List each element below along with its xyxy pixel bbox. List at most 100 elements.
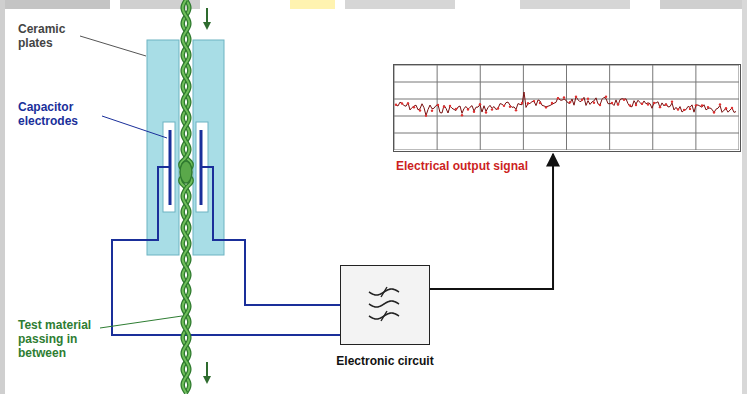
part-label: Capacitor electrodes bbox=[18, 100, 100, 128]
signal-sample bbox=[719, 103, 721, 105]
yarn-strand bbox=[180, 0, 192, 393]
signal-sample bbox=[641, 103, 643, 105]
yarn-ply bbox=[180, 0, 191, 393]
grid-line bbox=[394, 65, 395, 150]
filter-wave bbox=[369, 301, 399, 307]
grid-line bbox=[394, 116, 739, 117]
signal-sample bbox=[401, 102, 403, 104]
signal-sample bbox=[413, 106, 415, 108]
signal-sample bbox=[713, 111, 715, 113]
signal-sample bbox=[647, 103, 649, 105]
signal-arrow bbox=[430, 154, 553, 289]
signal-sample bbox=[419, 109, 421, 111]
signal-sample bbox=[623, 99, 625, 101]
signal-sample bbox=[683, 109, 685, 111]
grid-line bbox=[394, 99, 739, 100]
signal-sample bbox=[659, 106, 661, 108]
circuit-box: Electronic circuit bbox=[340, 265, 430, 345]
signal-sample bbox=[707, 106, 709, 108]
signal-sample bbox=[557, 97, 559, 99]
yarn-ply bbox=[180, 0, 191, 393]
direction-arrow bbox=[203, 22, 211, 30]
signal-wire bbox=[112, 167, 340, 335]
grid-line bbox=[394, 133, 739, 134]
frame-strip bbox=[0, 0, 5, 394]
signal-sample bbox=[533, 100, 535, 102]
signal-trace bbox=[396, 92, 736, 115]
signal-sample bbox=[677, 108, 679, 110]
part-label: Ceramic plates bbox=[18, 22, 80, 50]
signal-sample bbox=[509, 105, 511, 107]
part-label: Test material passing in between bbox=[18, 318, 102, 360]
signal-sample bbox=[425, 114, 427, 116]
chart-caption: Electrical output signal bbox=[396, 159, 528, 173]
grid-line bbox=[394, 65, 739, 66]
signal-sample bbox=[539, 102, 541, 104]
signal-sample bbox=[485, 111, 487, 113]
signal-sample bbox=[617, 103, 619, 105]
signal-sample bbox=[437, 104, 439, 106]
signal-sample bbox=[731, 107, 733, 109]
yarn-thick-place bbox=[180, 161, 192, 183]
frame-strip bbox=[742, 0, 747, 394]
direction-arrow bbox=[203, 376, 211, 384]
frame-strip bbox=[345, 0, 455, 9]
ceramic-plate bbox=[193, 40, 224, 255]
frame-strip bbox=[290, 0, 335, 9]
signal-sample bbox=[599, 104, 601, 106]
signal-sample bbox=[587, 98, 589, 100]
signal-sample bbox=[635, 104, 637, 106]
filter-stroke bbox=[381, 287, 387, 297]
signal-sample bbox=[407, 102, 409, 104]
leader-line bbox=[102, 116, 167, 138]
signal-sample bbox=[569, 101, 571, 103]
signal-chart: Electrical output signal bbox=[393, 64, 741, 152]
signal-sample bbox=[551, 102, 553, 104]
signal-sample bbox=[581, 99, 583, 101]
grid-line bbox=[566, 65, 567, 150]
signal-sample bbox=[689, 108, 691, 110]
signal-sample bbox=[575, 96, 577, 98]
ceramic-plate bbox=[147, 40, 179, 255]
frame-strip bbox=[0, 0, 110, 9]
signal-sample bbox=[503, 105, 505, 107]
signal-sample bbox=[449, 105, 451, 107]
signal-sample bbox=[473, 111, 475, 113]
signal-sample bbox=[605, 96, 607, 98]
leader-line bbox=[80, 36, 146, 56]
signal-sample bbox=[629, 104, 631, 106]
filter-stroke bbox=[381, 311, 387, 321]
filter-symbol bbox=[341, 266, 428, 343]
signal-sample bbox=[479, 103, 481, 105]
signal-sample bbox=[455, 108, 457, 110]
signal-sample bbox=[443, 106, 445, 108]
signal-sample bbox=[563, 96, 565, 98]
signal-wire bbox=[201, 167, 340, 305]
grid-line bbox=[394, 150, 739, 151]
grid-line bbox=[739, 65, 740, 150]
signal-sample bbox=[701, 104, 703, 106]
leader-line bbox=[100, 316, 182, 328]
grid-line bbox=[437, 65, 438, 150]
signal-sample bbox=[515, 109, 517, 111]
grid-line bbox=[609, 65, 610, 150]
frame-strip bbox=[520, 0, 630, 9]
signal-sample bbox=[497, 107, 499, 109]
grid-line bbox=[523, 65, 524, 150]
yarn-ply bbox=[180, 0, 191, 393]
signal-sample bbox=[395, 104, 397, 106]
signal-sample bbox=[545, 106, 547, 108]
signal-sample bbox=[491, 108, 493, 110]
signal-sample bbox=[671, 101, 673, 103]
node-caption: Electronic circuit bbox=[336, 354, 433, 368]
frame-strip bbox=[660, 0, 747, 9]
signal-plot bbox=[394, 65, 739, 150]
signal-sample bbox=[527, 102, 529, 104]
signal-sample bbox=[593, 102, 595, 104]
signal-sample bbox=[521, 102, 523, 104]
grid-line bbox=[394, 82, 739, 83]
signal-sample bbox=[467, 108, 469, 110]
signal-sample bbox=[653, 102, 655, 104]
signal-sample bbox=[431, 110, 433, 112]
